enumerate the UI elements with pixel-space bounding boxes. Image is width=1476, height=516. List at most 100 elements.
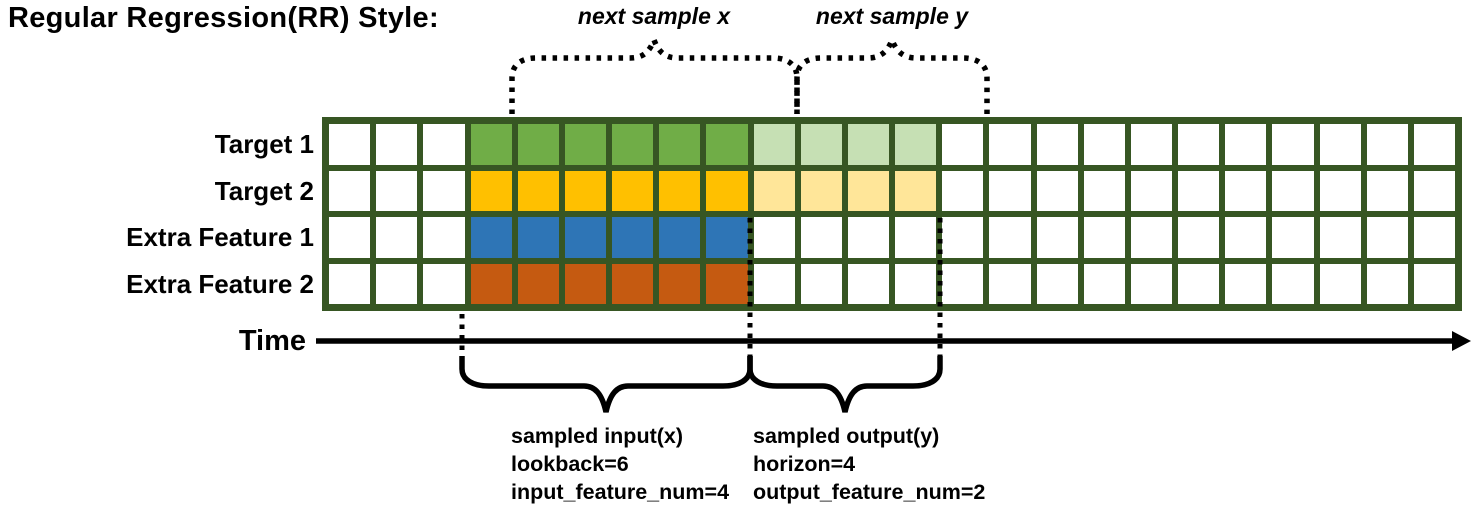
input-feature-num-value: input_feature_num=4: [511, 480, 730, 504]
cell-r2-c5: [517, 170, 559, 211]
next-sample-x-brace: [509, 32, 800, 114]
cell-r2-c7: [612, 170, 654, 211]
cell-r1-c19: [1178, 124, 1220, 165]
cell-r1-c16: [1036, 124, 1078, 165]
cell-r1-c20: [1225, 124, 1267, 165]
cell-r3-c1: [329, 217, 371, 258]
cell-r3-c18: [1130, 217, 1172, 258]
cell-r2-c8: [659, 170, 701, 211]
cell-r3-c20: [1225, 217, 1267, 258]
grid: [322, 117, 1462, 311]
cell-r3-c10: [753, 217, 795, 258]
cell-r4-c5: [517, 263, 559, 304]
cell-r3-c22: [1319, 217, 1361, 258]
cell-r4-c21: [1272, 263, 1314, 304]
cell-r4-c24: [1413, 263, 1455, 304]
cell-r3-c2: [376, 217, 418, 258]
cell-r2-c19: [1178, 170, 1220, 211]
cell-r1-c22: [1319, 124, 1361, 165]
cell-r4-c13: [895, 263, 937, 304]
sampled-output-note: sampled output(y) horizon=4 output_featu…: [753, 422, 985, 506]
cell-r1-c18: [1130, 124, 1172, 165]
cell-r4-c8: [659, 263, 701, 304]
cell-r2-c21: [1272, 170, 1314, 211]
cell-r4-c20: [1225, 263, 1267, 304]
cell-r1-c9: [706, 124, 748, 165]
cell-r4-c4: [470, 263, 512, 304]
cell-r3-c8: [659, 217, 701, 258]
cell-r1-c4: [470, 124, 512, 165]
cell-r4-c1: [329, 263, 371, 304]
cell-r1-c10: [753, 124, 795, 165]
next-sample-y-label: next sample y: [815, 3, 969, 29]
cell-r3-c12: [847, 217, 889, 258]
sampled-input-title: sampled input(x): [511, 424, 684, 448]
cell-r4-c11: [800, 263, 842, 304]
cell-r3-c13: [895, 217, 937, 258]
cell-r2-c4: [470, 170, 512, 211]
cell-r4-c23: [1366, 263, 1408, 304]
cell-r2-c13: [895, 170, 937, 211]
cell-r4-c6: [564, 263, 606, 304]
cell-r2-c17: [1083, 170, 1125, 211]
horizon-value: horizon=4: [753, 452, 856, 476]
cell-r4-c10: [753, 263, 795, 304]
row-label-target-1: Target 1: [214, 129, 314, 159]
cell-r4-c15: [989, 263, 1031, 304]
cell-r3-c5: [517, 217, 559, 258]
cell-r2-c9: [706, 170, 748, 211]
cell-r1-c23: [1366, 124, 1408, 165]
cell-r3-c24: [1413, 217, 1455, 258]
lookback-value: lookback=6: [511, 452, 629, 476]
cell-r2-c24: [1413, 170, 1455, 211]
cell-r4-c2: [376, 263, 418, 304]
cell-r2-c14: [942, 170, 984, 211]
cell-r3-c16: [1036, 217, 1078, 258]
time-axis-label: Time: [238, 325, 306, 357]
cell-r2-c23: [1366, 170, 1408, 211]
cell-r2-c18: [1130, 170, 1172, 211]
cell-r4-c22: [1319, 263, 1361, 304]
cell-r4-c19: [1178, 263, 1220, 304]
cell-r1-c24: [1413, 124, 1455, 165]
sampled-output-title: sampled output(y): [753, 424, 940, 448]
cell-r3-c17: [1083, 217, 1125, 258]
cell-r2-c22: [1319, 170, 1361, 211]
cell-r2-c6: [564, 170, 606, 211]
cell-r4-c18: [1130, 263, 1172, 304]
cell-r2-c3: [423, 170, 465, 211]
cell-r3-c19: [1178, 217, 1220, 258]
cell-r4-c16: [1036, 263, 1078, 304]
diagram-title: Regular Regression(RR) Style:: [8, 2, 439, 34]
cell-r4-c7: [612, 263, 654, 304]
cell-r2-c12: [847, 170, 889, 211]
time-axis-arrowhead: [1452, 331, 1471, 351]
cell-r1-c12: [847, 124, 889, 165]
cell-r3-c11: [800, 217, 842, 258]
cell-r4-c17: [1083, 263, 1125, 304]
next-sample-x-label: next sample x: [577, 3, 731, 29]
cell-r3-c9: [706, 217, 748, 258]
cell-r3-c4: [470, 217, 512, 258]
cell-r1-c15: [989, 124, 1031, 165]
cell-r2-c11: [800, 170, 842, 211]
cell-r4-c9: [706, 263, 748, 304]
row-label-extra-feature-2: Extra Feature 2: [126, 269, 314, 299]
sampled-output-brace: [747, 356, 943, 413]
next-sample-y-brace: [794, 32, 990, 114]
cell-r1-c11: [800, 124, 842, 165]
cell-r2-c10: [753, 170, 795, 211]
cell-r1-c14: [942, 124, 984, 165]
cell-r1-c13: [895, 124, 937, 165]
cell-r1-c3: [423, 124, 465, 165]
cell-r3-c21: [1272, 217, 1314, 258]
cell-r4-c3: [423, 263, 465, 304]
cell-r2-c15: [989, 170, 1031, 211]
cell-r1-c2: [376, 124, 418, 165]
cell-r3-c14: [942, 217, 984, 258]
cell-r4-c12: [847, 263, 889, 304]
output-feature-num-value: output_feature_num=2: [753, 480, 986, 504]
row-label-extra-feature-1: Extra Feature 1: [126, 222, 314, 252]
sampled-input-note: sampled input(x) lookback=6 input_featur…: [511, 422, 729, 506]
